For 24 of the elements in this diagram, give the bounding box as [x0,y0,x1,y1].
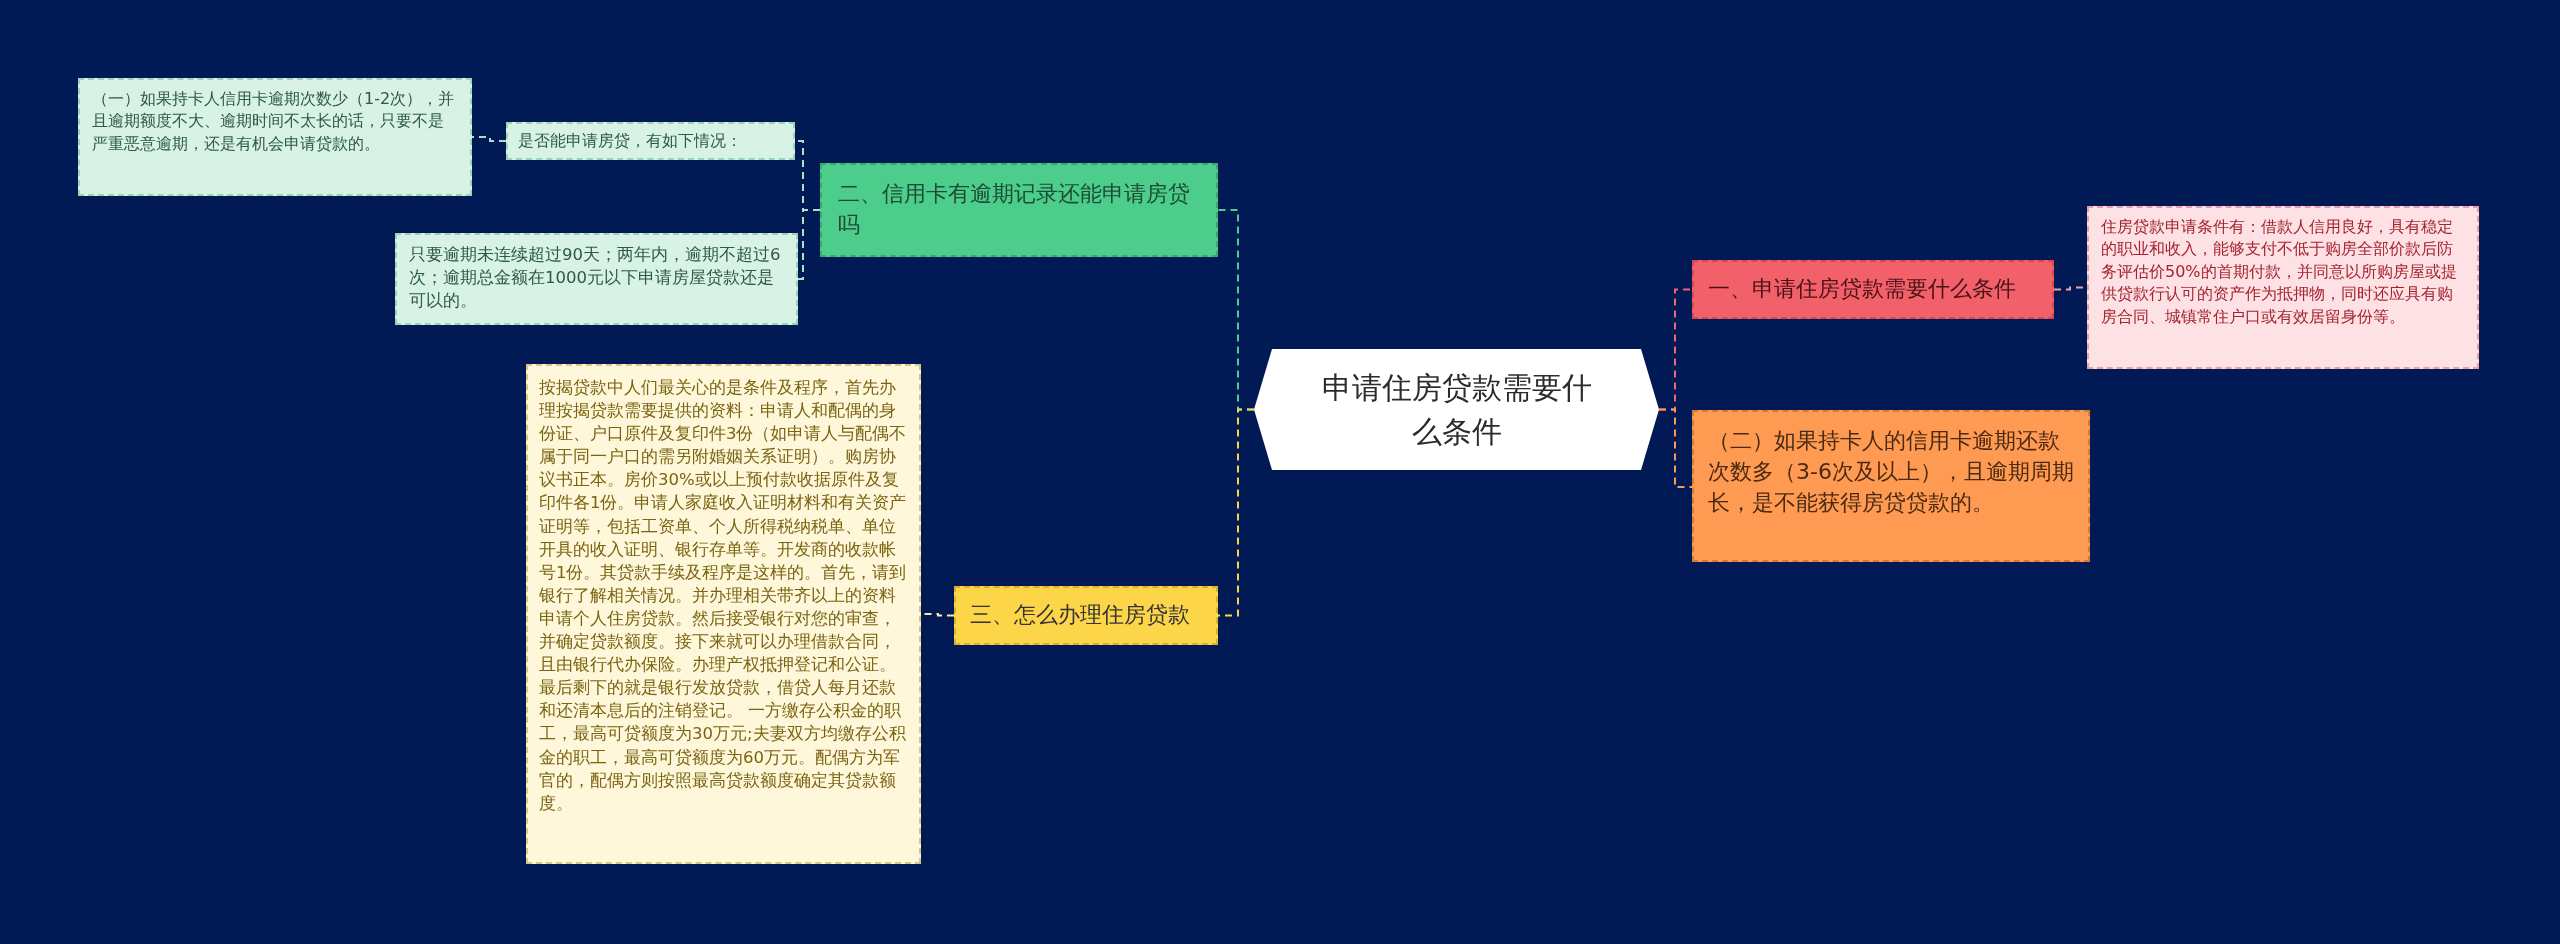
node-text: 三、怎么办理住房贷款 [970,601,1191,629]
note-box [526,364,921,864]
note-box [2087,206,2479,369]
node-text: （一）如果持卡人信用卡逾期次数少（1-2次），并且逾期额度不大、逾期时间不太长的话，只要不是严重恶意逾期，还是有机会申请贷款的。 [92,88,456,155]
connector [471,136,507,142]
node-text: 住房贷款申请条件有：借款人信用良好，具有稳定的职业和收入，能够支付不低于购房全部价款后防务评估价50%的首期付款，并同意以所购房屋或提供贷款行认可的资产作为抵押物，同时还应具有购房合同、城镇常住户口或有效居留身份等。 [2101,216,2458,328]
note-box [506,122,795,161]
topic-hexagon [1254,349,1659,470]
node-text: 按揭贷款中人们最关心的是条件及程序，首先办理按揭贷款需要提供的资料：申请人和配偶的身份证、户口原件及复印件3份（如申请人与配偶不属于同一户口的需另附婚姻关系证明）。购房协议书正本。房价30%或以上预付款收据原件及复印件各1份。申请人家庭收入证明材料和有关资产证明等，包括工资单、个人所得税纳税单、单位开具的收入证明、银行存单等。开发商的收款帐号1份。其贷款手续及程序是这样的。首先，请到银行了解相关情况。并办理相关带齐以上的资料申请个人住房贷款。然后接受银行对您的审查，并确定贷款额度。接下来就可以办理借款合同，且由银行代办保险。办理产权抵押登记和公证。最后剩下的就是银行发放贷款，借贷人每月还款和还清本息后的注销登记。 一方缴存公积金的职工，最高可贷额度为30万元;夫妻双方均缴存公积金的职工，最高可贷额度为60万元。配偶方为军官的，配偶方则按照最高贷款额度确定其贷款额度。 [539,377,908,815]
topic-box [954,586,1218,645]
note-box [395,233,798,325]
connector [1658,408,1693,488]
connector [797,209,821,280]
topic-box [1692,260,2054,319]
topic-box [820,163,1218,257]
node-text: 一、申请住房贷款需要什么条件 [1708,275,2017,303]
node-text: 只要逾期未连续超过90天；两年内，逾期不超过6次；逾期总金额在1000元以下申请房屋贷款还是可以的。 [409,244,782,313]
node-text: 二、信用卡有逾期记录还能申请房贷吗 [838,180,1191,239]
node-text: 申请住房贷款需要什么条件 [1320,369,1593,451]
connector [1217,408,1255,617]
node-text: 是否能申请房贷，有如下情况： [518,130,743,152]
topic-box [1692,410,2090,562]
node-text: （二）如果持卡人的信用卡逾期还款次数多（3-6次及以上），且逾期周期长，是不能获得房贷贷款的。 [1708,427,2074,517]
note-box [78,78,472,196]
